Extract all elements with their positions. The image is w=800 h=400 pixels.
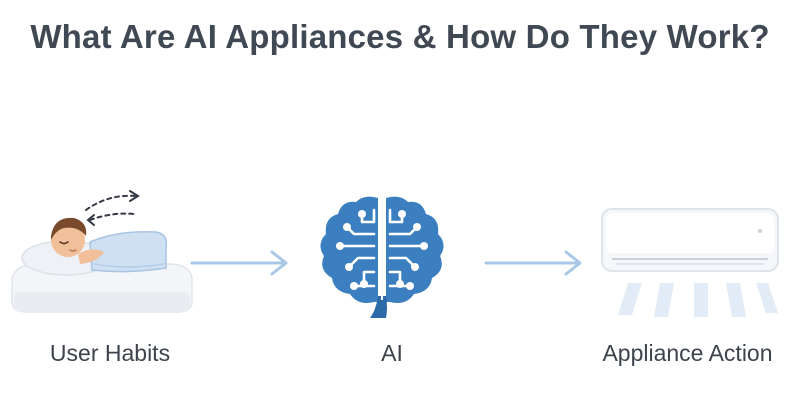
arrow-right-icon — [190, 250, 288, 276]
air-conditioner-icon — [601, 208, 779, 317]
arrow-right-icon-2 — [484, 250, 582, 276]
step-label-ai: AI — [381, 340, 403, 366]
sleeping-person-icon — [11, 190, 193, 313]
airflow-icon — [618, 283, 778, 317]
brain-circuit-icon — [320, 196, 444, 318]
blanket-icon — [89, 230, 168, 273]
step-label-appliance-action: Appliance Action — [602, 340, 773, 366]
step-label-user-habits: User Habits — [49, 340, 171, 366]
motion-arrows-icon — [85, 194, 137, 221]
page-title: What Are AI Appliances & How Do They Wor… — [30, 18, 770, 55]
